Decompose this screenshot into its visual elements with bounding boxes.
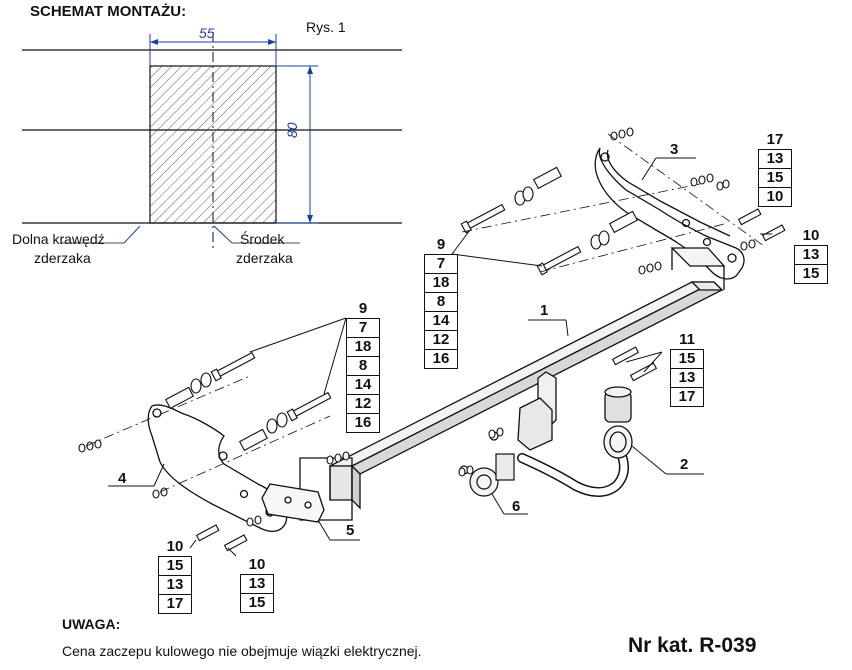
centre-lines <box>85 133 765 493</box>
catalog-number: Nr kat. R-039 <box>628 634 757 657</box>
center-label-line1: Środek <box>240 231 285 247</box>
bolt <box>536 245 582 276</box>
note-heading: UWAGA: <box>62 616 121 632</box>
part-label-6: 6 <box>512 498 521 515</box>
stack-cell: 12 <box>424 331 458 350</box>
stack-cell: 13 <box>670 369 704 388</box>
stack-cell: 15 <box>670 350 704 369</box>
stack-cell: 18 <box>346 338 380 357</box>
figure-label: Rys. 1 <box>306 19 346 35</box>
right-bracket-part <box>594 147 745 280</box>
stack-cell: 15 <box>758 169 792 188</box>
part-label-3: 3 <box>670 141 679 158</box>
width-dimension: 55 <box>199 25 215 41</box>
bolt <box>195 524 220 542</box>
stack-cell: 15 <box>158 557 192 576</box>
bolt <box>210 351 256 382</box>
stack-cell: 14 <box>346 376 380 395</box>
stack-cell: 17 <box>158 595 192 614</box>
stack-cell: 15 <box>794 265 828 284</box>
part-label-4: 4 <box>118 470 127 487</box>
stack-cell: 12 <box>346 395 380 414</box>
stack-cell: 17 <box>758 131 792 150</box>
stack-right-11: 11 15 13 17 <box>670 331 704 407</box>
spacer <box>164 386 195 410</box>
stack-middle-9: 9 7 18 8 14 12 16 <box>346 300 380 433</box>
part-label-2: 2 <box>680 456 689 473</box>
leader-lines <box>108 157 772 557</box>
stack-upper-9: 9 7 18 8 14 12 16 <box>424 236 458 369</box>
stack-top-right-10: 10 13 15 <box>794 227 828 284</box>
center-label-line2: zderzaka <box>236 250 293 266</box>
stack-top-right-17: 17 13 15 10 <box>758 131 792 207</box>
stack-cell: 13 <box>240 575 274 594</box>
stack-cell: 8 <box>346 357 380 376</box>
stack-cell: 10 <box>794 227 828 246</box>
bolt <box>737 208 762 226</box>
stack-cell: 10 <box>158 538 192 557</box>
stack-cell: 9 <box>424 236 458 255</box>
socket-plate-part <box>459 431 515 497</box>
bolt <box>611 346 640 366</box>
spacer <box>608 210 639 234</box>
stack-cell: 13 <box>794 246 828 265</box>
mounting-scheme <box>22 32 402 248</box>
stack-cell: 13 <box>158 576 192 595</box>
spacer <box>238 428 269 452</box>
plate-part <box>261 483 325 523</box>
fasteners <box>78 127 786 552</box>
scheme-title: SCHEMAT MONTAŻU: <box>30 3 187 20</box>
bolt <box>460 203 506 234</box>
stack-bottom-left-10b: 10 13 15 <box>240 556 274 613</box>
stack-cell: 13 <box>758 150 792 169</box>
stack-cell: 14 <box>424 312 458 331</box>
note-text: Cena zaczepu kulowego nie obejmuje wiązk… <box>62 643 422 659</box>
part-label-5: 5 <box>346 522 355 539</box>
stack-cell: 9 <box>346 300 380 319</box>
stack-cell: 7 <box>424 255 458 274</box>
stack-cell: 10 <box>758 188 792 207</box>
stack-cell: 8 <box>424 293 458 312</box>
bolt <box>223 534 248 552</box>
edge-label-line1: Dolna krawędź <box>12 231 105 247</box>
height-dimension: 80 <box>284 122 300 138</box>
bolt <box>629 362 658 382</box>
stack-cell: 16 <box>346 414 380 433</box>
stack-cell: 7 <box>346 319 380 338</box>
stack-cell: 15 <box>240 594 274 613</box>
stack-cell: 11 <box>670 331 704 350</box>
edge-label-line2: zderzaka <box>34 250 91 266</box>
spacer <box>532 166 563 190</box>
ball-hitch-part <box>517 371 633 497</box>
bolt <box>286 391 332 422</box>
stack-bottom-left-10a: 10 15 13 17 <box>158 538 192 614</box>
stack-cell: 17 <box>670 388 704 407</box>
stack-cell: 16 <box>424 350 458 369</box>
stack-cell: 18 <box>424 274 458 293</box>
bolt <box>761 224 786 242</box>
part-label-1: 1 <box>540 302 549 319</box>
stack-cell: 10 <box>240 556 274 575</box>
